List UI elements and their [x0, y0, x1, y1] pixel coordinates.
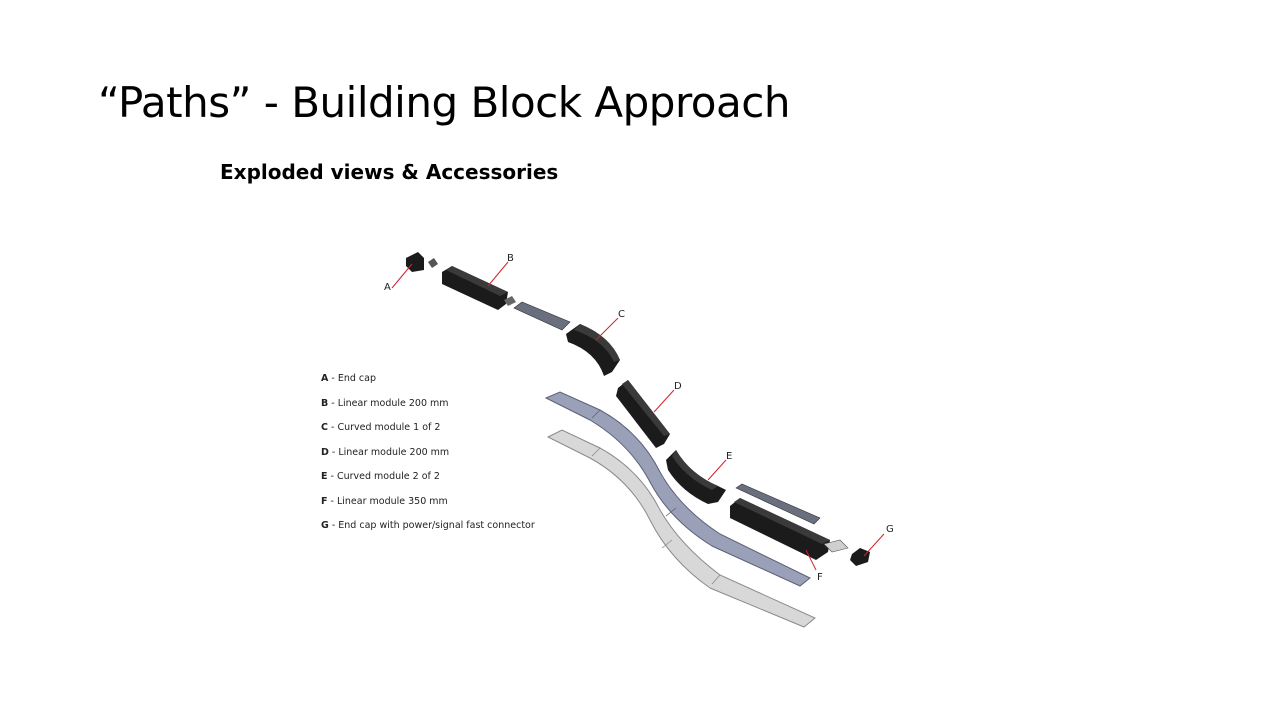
legend-item: C - Curved module 1 of 2 — [321, 422, 441, 433]
curved-module-c — [566, 324, 620, 376]
callout-d: D — [674, 381, 682, 392]
curved-module-e — [666, 450, 726, 504]
legend-item: B - Linear module 200 mm — [321, 397, 449, 409]
gasket-strip — [544, 391, 811, 587]
linear-module-d — [616, 380, 670, 448]
end-cap-a — [406, 252, 438, 272]
callout-c: C — [618, 309, 625, 320]
callout-e: E — [726, 451, 732, 462]
grid-insert-upper — [513, 301, 571, 331]
callout-a: A — [384, 282, 391, 293]
legend-item: D - Linear module 200 mm — [321, 446, 450, 458]
legend-item: A - End cap — [321, 373, 376, 384]
linear-module-f — [730, 498, 849, 560]
callout-f: F — [817, 572, 823, 583]
legend-item: G - End cap with power/signal fast conne… — [321, 520, 535, 531]
end-cap-g — [850, 548, 870, 566]
slide-subtitle: Exploded views & Accessories — [220, 160, 559, 184]
grid-insert-lower — [735, 483, 821, 525]
linear-module-b — [442, 266, 516, 310]
legend-item: E - Curved module 2 of 2 — [321, 471, 440, 482]
callout-b: B — [507, 253, 514, 264]
slide-title: “Paths” - Building Block Approach — [98, 78, 790, 127]
parts-legend: A - End cap B - Linear module 200 mm C -… — [321, 372, 535, 544]
callout-g: G — [886, 524, 894, 535]
base-plate — [546, 429, 816, 628]
legend-item: F - Linear module 350 mm — [321, 495, 448, 507]
